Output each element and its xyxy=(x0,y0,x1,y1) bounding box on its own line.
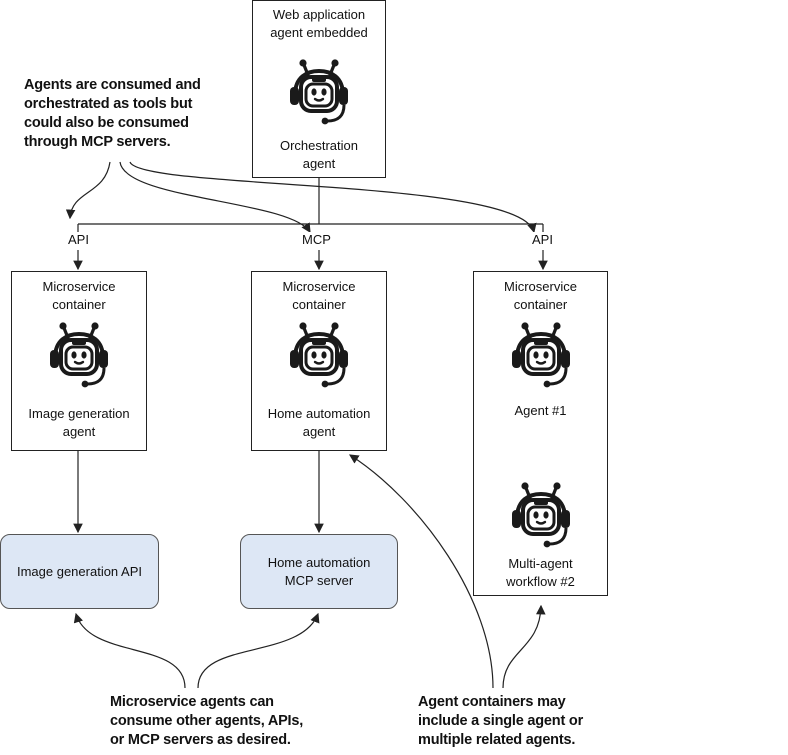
note-top-left: Agents are consumed and orchestrated as … xyxy=(24,76,201,152)
container-title-line1: Microservice xyxy=(282,279,356,294)
agent-2-label-line2: workflow #2 xyxy=(506,574,575,589)
container-title-line2: container xyxy=(292,297,346,312)
note-line: Agent containers may xyxy=(418,694,566,710)
robot-agent-icon xyxy=(512,322,570,388)
robot-agent-icon xyxy=(290,59,348,125)
container-multi-agent xyxy=(473,271,608,596)
robot-agent-icon xyxy=(50,322,108,388)
container-image-generation xyxy=(11,271,147,451)
note-line: Microservice agents can xyxy=(110,694,274,710)
connector-label-right: API xyxy=(530,232,555,247)
container-title-line2: container xyxy=(513,297,568,312)
image-generation-api-box: Image generation API xyxy=(0,534,159,609)
agent-label-line2: agent xyxy=(62,424,96,439)
connector-label-left: API xyxy=(66,232,91,247)
orchestrator-title-line1: Web application xyxy=(272,7,366,22)
agent-1-label: Agent #1 xyxy=(514,403,567,418)
note-line: orchestrated as tools but xyxy=(24,96,193,112)
note-bottom-right: Agent containers may include a single ag… xyxy=(418,693,583,750)
orchestrator-agent-line1: Orchestration xyxy=(279,138,359,153)
agent-label-line2: agent xyxy=(302,424,336,439)
home-mcp-label-line1: Home automation xyxy=(267,554,371,570)
note-line: Agents are consumed and xyxy=(24,77,201,93)
note-bottom-middle: Microservice agents can consume other ag… xyxy=(110,693,303,750)
image-generation-api-label: Image generation API xyxy=(16,563,143,579)
container-title-line2: container xyxy=(52,297,106,312)
agent-label-line1: Image generation xyxy=(28,406,130,421)
orchestrator-agent-line2: agent xyxy=(302,156,336,171)
note-line: or MCP servers as desired. xyxy=(110,732,291,748)
robot-agent-icon xyxy=(512,482,570,548)
robot-agent-icon xyxy=(290,322,348,388)
container-title-line1: Microservice xyxy=(504,279,577,294)
note-line: through MCP servers. xyxy=(24,134,171,150)
note-line: could also be consumed xyxy=(24,115,189,131)
note-line: consume other agents, APIs, xyxy=(110,713,304,729)
note-line: include a single agent or xyxy=(418,713,584,729)
home-automation-mcp-box: Home automation MCP server xyxy=(240,534,398,609)
note-line: multiple related agents. xyxy=(418,732,576,748)
home-mcp-label-line2: MCP server xyxy=(284,572,354,588)
connector-label-middle: MCP xyxy=(300,232,333,247)
agent-2-label-line1: Multi-agent xyxy=(508,556,573,571)
orchestrator-title-line2: agent embedded xyxy=(270,25,368,40)
agent-label-line1: Home automation xyxy=(267,406,371,421)
container-title-line1: Microservice xyxy=(42,279,116,294)
